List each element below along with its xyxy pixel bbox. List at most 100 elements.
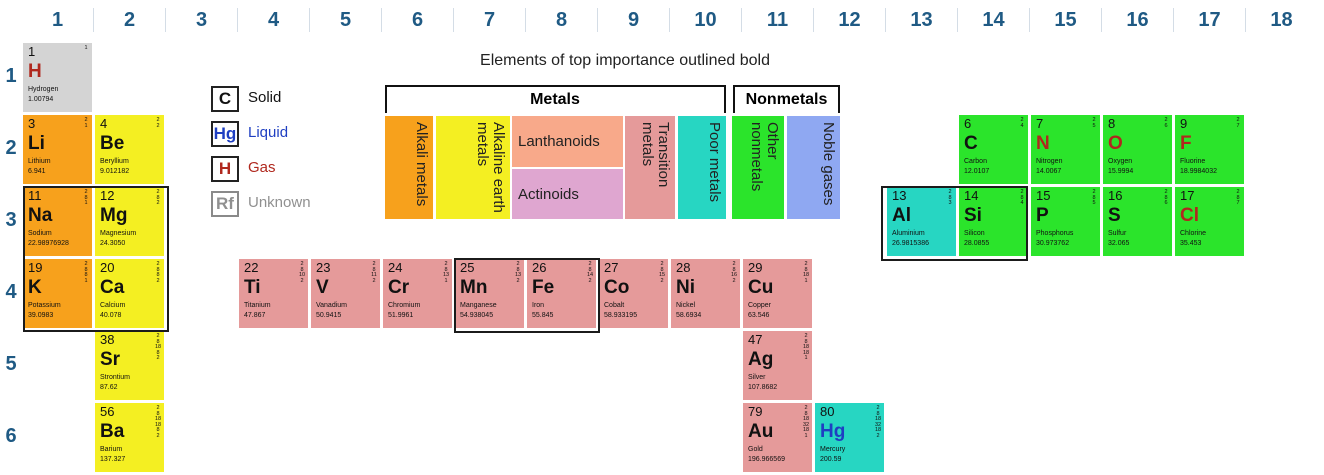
group-label: 12: [838, 9, 861, 31]
electron-shell-count: 2: [732, 277, 736, 284]
element-atomic-number: 38: [100, 332, 115, 347]
group-divider: [813, 8, 814, 32]
group-divider: [309, 8, 310, 32]
electron-shell-count: 2: [156, 333, 160, 339]
element-symbol: V: [316, 277, 329, 298]
electron-shell-count: 8: [156, 410, 160, 417]
element-atomic-mass: 39.0983: [28, 312, 54, 319]
element-symbol: Fe: [532, 277, 555, 298]
element-name: Iron: [532, 302, 545, 309]
electron-shell-count: 2: [156, 355, 160, 361]
element-atomic-number: 1: [28, 44, 36, 59]
element-atomic-number: 26: [532, 260, 547, 275]
element-name: Gold: [748, 446, 763, 453]
element-atomic-mass: 1.00794: [28, 96, 54, 103]
electron-shell-count: 8: [156, 338, 160, 345]
element-symbol: C: [964, 133, 978, 154]
group-label: 3: [195, 9, 208, 31]
element-symbol: Na: [28, 205, 53, 226]
element-name: Sulfur: [1108, 230, 1127, 237]
group-label: 6: [411, 9, 424, 31]
element-atomic-number: 11: [28, 188, 42, 203]
category-noble-gases: Noble gases: [787, 116, 840, 219]
element-name: Manganese: [460, 302, 497, 309]
importance-note: Elements of top importance outlined bold: [480, 52, 770, 69]
element-symbol: N: [1036, 133, 1050, 154]
electron-shell-count: 2: [156, 261, 160, 267]
electron-shell-count: 1: [84, 277, 88, 284]
electron-shell-count: 8: [84, 194, 88, 201]
electron-shell-count: 14: [587, 272, 594, 278]
element-name: Copper: [748, 302, 771, 309]
electron-shell-count: 4: [1020, 200, 1024, 206]
element-name: Silicon: [964, 230, 985, 237]
electron-shell-count: 2: [1236, 117, 1240, 123]
element-name: Silver: [748, 374, 766, 381]
group-label: 8: [555, 9, 568, 31]
period-label: 5: [5, 353, 17, 375]
group-divider: [957, 8, 958, 32]
group-divider: [165, 8, 166, 32]
electron-shell-count: 18: [155, 416, 162, 422]
element-name: Cobalt: [604, 302, 625, 309]
period-label: 3: [5, 209, 17, 231]
category-transition-metals: Transition metals: [625, 116, 675, 219]
electron-shell-count: 2: [156, 405, 160, 411]
element-atomic-mass: 200.59: [820, 456, 842, 463]
element-name: Fluorine: [1180, 158, 1206, 165]
element-atomic-number: 4: [100, 116, 108, 131]
element-atomic-number: 17: [1180, 188, 1195, 203]
electron-shell-count: 1: [804, 432, 808, 439]
element-atomic-mass: 32.065: [1108, 240, 1130, 247]
electron-shell-count: 2: [588, 261, 592, 267]
electron-shell-count: 32: [803, 421, 810, 428]
electron-shell-count: 2: [156, 189, 160, 195]
element-name: Phosphorus: [1036, 230, 1074, 237]
element-symbol: Ti: [244, 277, 261, 298]
legend-symbol-box: C: [211, 86, 239, 112]
element-name: Titanium: [244, 302, 271, 309]
legend-text: Unknown: [248, 194, 311, 211]
group-label: 11: [766, 9, 789, 31]
element-name: Sodium: [28, 230, 52, 237]
electron-shell-count: 2: [84, 117, 88, 123]
electron-shell-count: 2: [804, 333, 808, 339]
element-name: Vanadium: [316, 302, 348, 309]
electron-shell-count: 8: [516, 266, 520, 273]
element-atomic-number: 27: [604, 260, 619, 275]
element-symbol: Al: [892, 205, 911, 226]
element-symbol: Mn: [460, 277, 488, 298]
electron-shell-count: 2: [156, 432, 160, 439]
legend-symbol-box: Rf: [211, 191, 239, 217]
element-atomic-mass: 58.6934: [676, 312, 702, 319]
electron-shell-count: 2: [804, 261, 808, 267]
electron-shell-count: 8: [804, 338, 808, 345]
category-actinoids-label: Actinoids: [518, 185, 579, 203]
electron-shell-count: 7: [1236, 122, 1240, 129]
element-name: Beryllium: [100, 158, 129, 165]
electron-shell-count: 5: [1092, 200, 1096, 206]
element-atomic-number: 29: [748, 260, 763, 275]
electron-shell-count: 2: [1092, 117, 1096, 123]
element-symbol: Be: [100, 133, 125, 154]
electron-shell-count: 8: [588, 266, 592, 273]
element-symbol: P: [1036, 205, 1049, 226]
electron-shell-count: 8: [372, 266, 376, 273]
element-atomic-mass: 137.327: [100, 456, 126, 463]
electron-shells: 1: [83, 45, 89, 52]
electron-shell-count: 8: [300, 266, 304, 273]
electron-shell-count: 13: [515, 272, 522, 278]
electron-shell-count: 1: [804, 277, 808, 284]
